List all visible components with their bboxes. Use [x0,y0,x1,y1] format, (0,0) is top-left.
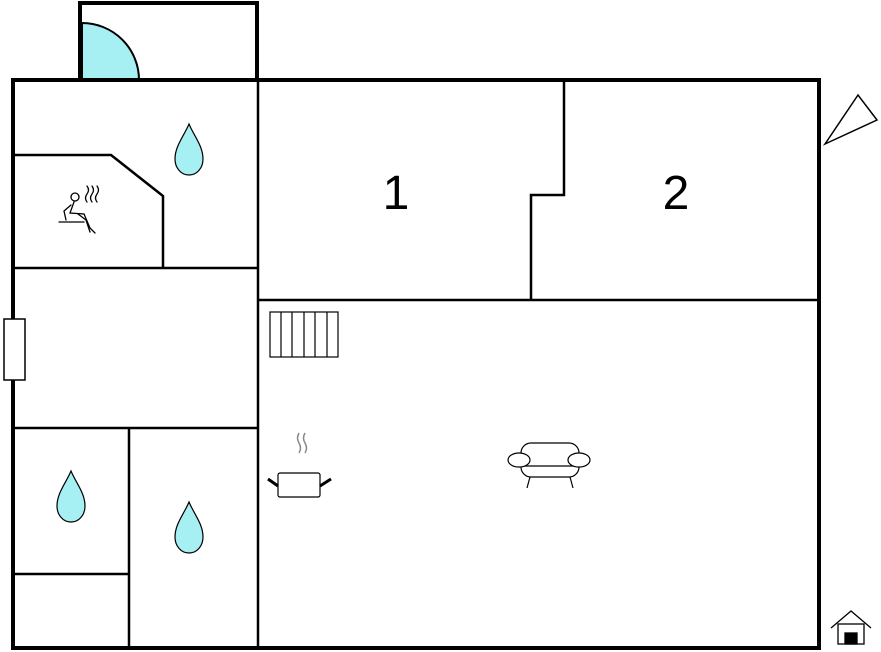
door-swing-icon [81,21,141,81]
sofa-icon [507,442,591,489]
interior-walls [13,80,819,648]
water-drop-icon [174,122,204,176]
sauna-icon [58,185,100,234]
window-icon [3,318,26,381]
entrance-vestibule [78,1,259,82]
house-icon [830,610,872,645]
room-number-1: 1 [383,167,410,220]
stairs-icon [269,311,339,358]
room-number-2: 2 [663,167,690,220]
cooking-pot-icon [267,432,332,498]
north-arrow-icon [822,93,879,146]
outer-wall [11,78,821,650]
water-drop-icon [174,500,204,554]
water-drop-icon [56,469,86,523]
